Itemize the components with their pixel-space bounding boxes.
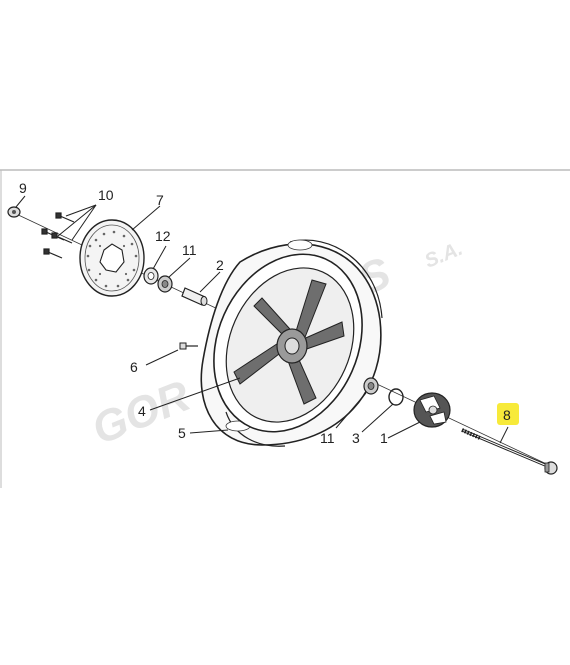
nut-part-9 — [7, 206, 21, 218]
callout-7: 7 — [156, 192, 164, 208]
callout-1: 1 — [380, 430, 388, 446]
callout-11-right: 11 — [320, 430, 335, 446]
brake-disc-part-7 — [79, 219, 145, 297]
callout-8-highlight — [497, 403, 519, 425]
callout-11-left: 11 — [182, 242, 197, 258]
watermark-suffix: S.A. — [422, 238, 466, 273]
axle-bolt-part-8 — [461, 428, 558, 475]
washer-part-12 — [143, 267, 159, 285]
callout-4: 4 — [138, 403, 146, 419]
speedo-drive-part-1 — [413, 392, 451, 428]
callout-8: 8 — [503, 407, 511, 423]
spacer-part-2 — [181, 287, 208, 306]
rim-part-4 — [213, 253, 363, 433]
callout-3: 3 — [352, 430, 360, 446]
bearing-part-11-right — [363, 377, 379, 395]
callout-2: 2 — [216, 257, 224, 273]
bearing-part-11-left — [157, 275, 173, 293]
callout-10: 10 — [98, 187, 114, 203]
bolts-part-10 — [41, 212, 75, 259]
callout-6: 6 — [130, 359, 138, 375]
callout-labels: 9 10 7 12 11 2 6 4 5 11 3 1 8 — [19, 180, 511, 446]
leader-lines — [15, 195, 509, 444]
callout-9: 9 — [19, 180, 27, 196]
callout-12: 12 — [155, 228, 171, 244]
callout-5: 5 — [178, 425, 186, 441]
oring-part-3 — [388, 388, 404, 406]
